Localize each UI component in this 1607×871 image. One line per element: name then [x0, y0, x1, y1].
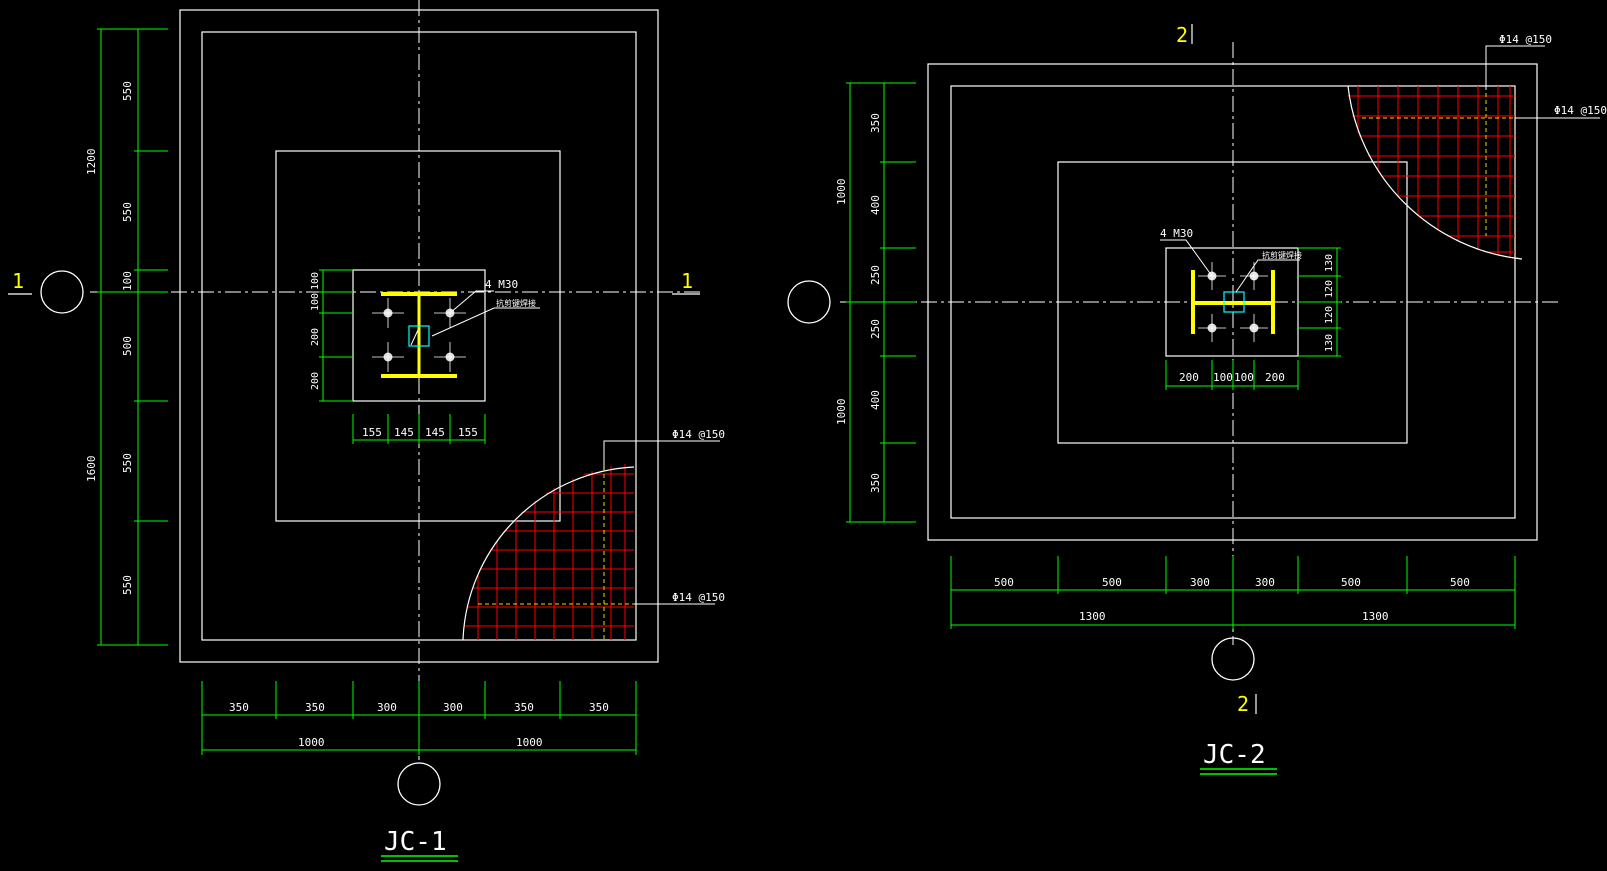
jc1-rebar-label-bottom: Φ14 @150 [672, 591, 725, 604]
jc2-axis-circle-left [787, 280, 831, 324]
jc2-title: JC-2 [1203, 740, 1266, 770]
jc1-seg-dim-2: 550 [121, 202, 134, 222]
jc2-bottom-seg-3: 300 [1190, 576, 1210, 589]
jc1-bottom-seg-5: 350 [514, 701, 534, 714]
jc2-bottom-seg-4: 300 [1255, 576, 1275, 589]
jc2-overall-dim-2: 1000 [835, 399, 848, 426]
jc2-overall-dim-1: 1000 [835, 179, 848, 206]
jc1-seg-dim-5: 550 [121, 453, 134, 473]
jc2-ped-h-1: 200 [1179, 371, 1199, 384]
jc2-ped-v-2: 120 [1324, 280, 1335, 298]
jc1-bottom-seg-4: 300 [443, 701, 463, 714]
jc1-ped-v-4: 200 [310, 372, 321, 390]
jc2-rebar-mesh: Φ14 @150 Φ14 @150 [1346, 33, 1607, 260]
jc1-bottom-overall-2: 1000 [516, 736, 543, 749]
jc1-title: JC-1 [384, 827, 447, 857]
jc1-shear-key-label: 抗剪键焊接 [496, 298, 536, 308]
jc1-step-outline [275, 150, 561, 522]
jc1-overall-dim-1: 1200 [85, 149, 98, 176]
jc1-section-mark-left: 1 [8, 269, 84, 314]
jc2-seg-dim-1: 350 [869, 113, 882, 133]
jc1-bottom-overall-1: 1000 [298, 736, 325, 749]
jc2-bolt-label: 4 M30 [1160, 227, 1193, 240]
jc1-pedestal-dims-vertical [319, 269, 353, 402]
jc1-ped-h-1: 155 [362, 426, 382, 439]
jc1-dimension-text-left: 1200 1600 550 550 100 500 550 550 [85, 81, 134, 595]
jc1-bolt-label: 4 M30 [485, 278, 518, 291]
jc1-overall-dim-2: 1600 [85, 456, 98, 483]
jc2-ped-v-3: 120 [1324, 306, 1335, 324]
jc2-bottom-overall-1: 1300 [1079, 610, 1106, 623]
jc2-bottom-overall-2: 1300 [1362, 610, 1389, 623]
jc2-seg-dim-6: 350 [869, 473, 882, 493]
jc1-dimensions-bottom [201, 681, 637, 755]
jc2-ped-v-4: 130 [1324, 334, 1335, 352]
jc1-foundation: 1 1 JC-1 [8, 0, 725, 862]
jc2-shear-key-label: 抗剪键焊接 [1262, 250, 1302, 260]
jc2-seg-dim-2: 400 [869, 195, 882, 215]
jc1-bottom-seg-1: 350 [229, 701, 249, 714]
jc2-rebar-label-right: Φ14 @150 [1554, 104, 1607, 117]
jc1-shear-plate [408, 325, 430, 347]
jc2-column-section: 4 M30 抗剪键焊接 [1160, 227, 1302, 342]
jc1-seg-dim-4: 500 [121, 336, 134, 356]
jc1-seg-dim-3: 100 [121, 271, 134, 291]
jc2-bottom-seg-6: 500 [1450, 576, 1470, 589]
jc2-dimensions-bottom [950, 556, 1516, 629]
jc2-seg-dim-4: 250 [869, 319, 882, 339]
jc1-section-label-right: 1 [681, 269, 693, 293]
jc2-dimensions-left [846, 82, 916, 523]
jc2-bottom-seg-1: 500 [994, 576, 1014, 589]
jc2-ped-h-4: 200 [1265, 371, 1285, 384]
jc1-ped-h-2: 145 [394, 426, 414, 439]
jc1-section-mark-right: 1 [672, 269, 700, 295]
jc2-section-label-bottom: 2 [1237, 692, 1249, 716]
jc2-pedestal-dims-vertical [1298, 247, 1341, 357]
jc1-seg-dim-1: 550 [121, 81, 134, 101]
jc2-section-mark-bottom: 2 [1237, 692, 1257, 716]
jc2-ped-v-1: 130 [1324, 254, 1335, 272]
jc2-foundation: 2 2 JC-2 [787, 23, 1607, 775]
jc2-pedestal-dims-horizontal [1165, 360, 1299, 390]
jc1-ped-h-3: 145 [425, 426, 445, 439]
jc1-bottom-seg-3: 300 [377, 701, 397, 714]
jc1-column-section: 4 M30 抗剪键焊接 [372, 278, 540, 378]
jc2-axis-circle-bottom [1211, 637, 1255, 681]
jc1-section-label-left: 1 [12, 269, 24, 293]
jc2-ped-h-3: 100 [1234, 371, 1254, 384]
jc1-ped-v-3: 200 [310, 328, 321, 346]
jc2-seg-dim-5: 400 [869, 390, 882, 410]
jc2-section-label-top: 2 [1176, 23, 1188, 47]
jc2-ped-h-2: 100 [1213, 371, 1233, 384]
jc1-ped-h-4: 155 [458, 426, 478, 439]
jc1-ped-v-1: 100 [310, 272, 321, 290]
jc2-shear-plate [1223, 291, 1245, 313]
jc2-rebar-label-top: Φ14 @150 [1499, 33, 1552, 46]
jc1-rebar-label-top: Φ14 @150 [672, 428, 725, 441]
jc2-section-mark-top: 2 [1176, 23, 1193, 47]
jc2-seg-dim-3: 250 [869, 265, 882, 285]
jc1-bottom-seg-6: 350 [589, 701, 609, 714]
jc1-ped-v-2: 100 [310, 293, 321, 311]
jc1-seg-dim-6: 550 [121, 575, 134, 595]
jc1-dimensions-left [97, 28, 168, 646]
jc1-axis-circle-bottom [397, 762, 441, 806]
jc2-bottom-seg-5: 500 [1341, 576, 1361, 589]
jc1-pedestal-dims-horizontal [352, 414, 486, 444]
jc2-bottom-seg-2: 500 [1102, 576, 1122, 589]
jc1-bottom-seg-2: 350 [305, 701, 325, 714]
